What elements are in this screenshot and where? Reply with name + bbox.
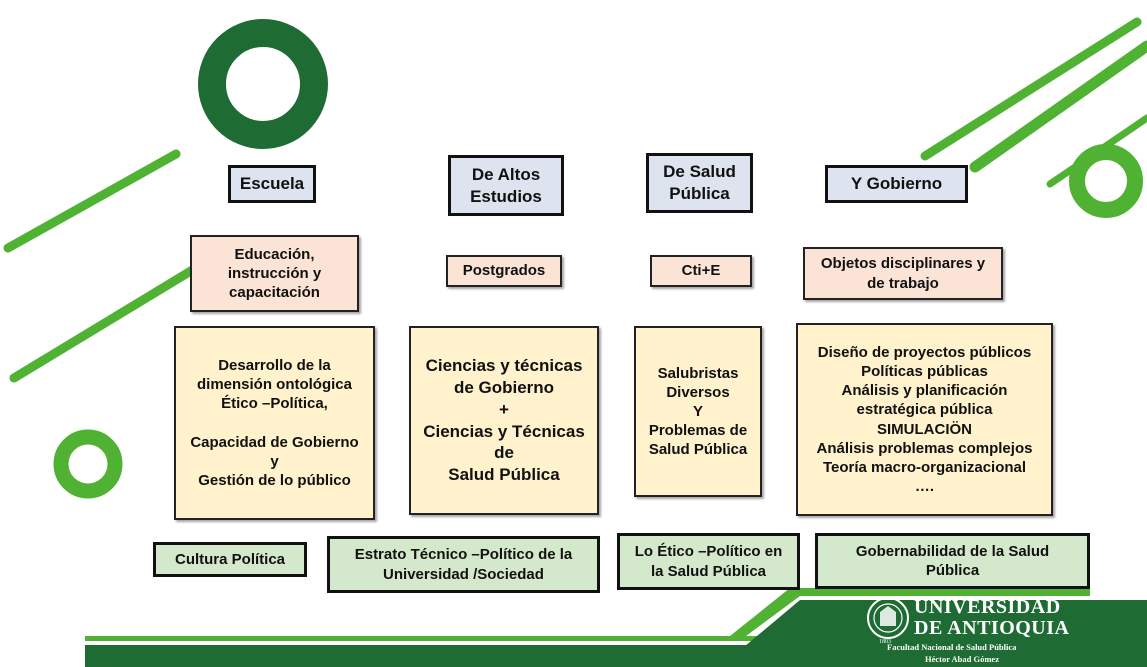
footer-thin-bar — [85, 636, 835, 641]
header-altos-estudios: De Altos Estudios — [448, 155, 564, 216]
box-diseno-proyectos: Diseño de proyectos públicos Políticas p… — [796, 323, 1053, 516]
logo-university-line2: DE ANTIOQUIA — [914, 617, 1070, 639]
box-gobernabilidad: Gobernabilidad de la Salud Pública — [815, 533, 1090, 589]
footer-banner — [720, 600, 1147, 667]
diagonal-stripe-decoration — [920, 17, 1142, 161]
green-ring-right-decoration — [1069, 144, 1143, 218]
diagonal-stripe-decoration — [3, 149, 181, 253]
header-escuela: Escuela — [228, 165, 316, 203]
university-seal-icon — [867, 597, 909, 639]
box-estrato-tecnico: Estrato Técnico –Político de la Universi… — [327, 536, 600, 593]
box-salubristas: Salubristas Diversos Y Problemas de Salu… — [634, 326, 762, 497]
box-ciencias-tecnicas: Ciencias y técnicas de Gobierno + Cienci… — [409, 326, 599, 515]
diagonal-stripe-decoration — [1046, 114, 1147, 188]
logo-year: 1803 — [879, 639, 891, 645]
box-lo-etico-politico: Lo Ético –Político en la Salud Pública — [617, 533, 800, 590]
box-objetos-disciplinares: Objetos disciplinares y de trabajo — [803, 247, 1003, 300]
header-salud-publica: De Salud Pública — [646, 153, 753, 213]
header-gobierno: Y Gobierno — [825, 165, 968, 203]
diagonal-stripe-decoration — [969, 40, 1147, 173]
logo-faculty: Facultad Nacional de Salud Pública — [887, 642, 1017, 652]
green-ring-left-decoration — [53, 429, 123, 499]
logo-faculty-name: Héctor Abad Gómez — [925, 654, 999, 664]
box-postgrados: Postgrados — [446, 255, 562, 287]
footer-accent — [730, 588, 1090, 636]
footer-thick-bar — [85, 645, 815, 667]
box-educacion: Educación, instrucción y capacitación — [190, 235, 359, 312]
dark-green-ring-decoration — [198, 19, 328, 149]
box-ctie: Cti+E — [650, 255, 752, 287]
box-cultura-politica: Cultura Política — [153, 542, 307, 577]
logo-university-line1: UNIVERSIDAD — [914, 596, 1061, 618]
box-desarrollo-dimension: Desarrollo de la dimensión ontológica Ét… — [174, 326, 375, 520]
